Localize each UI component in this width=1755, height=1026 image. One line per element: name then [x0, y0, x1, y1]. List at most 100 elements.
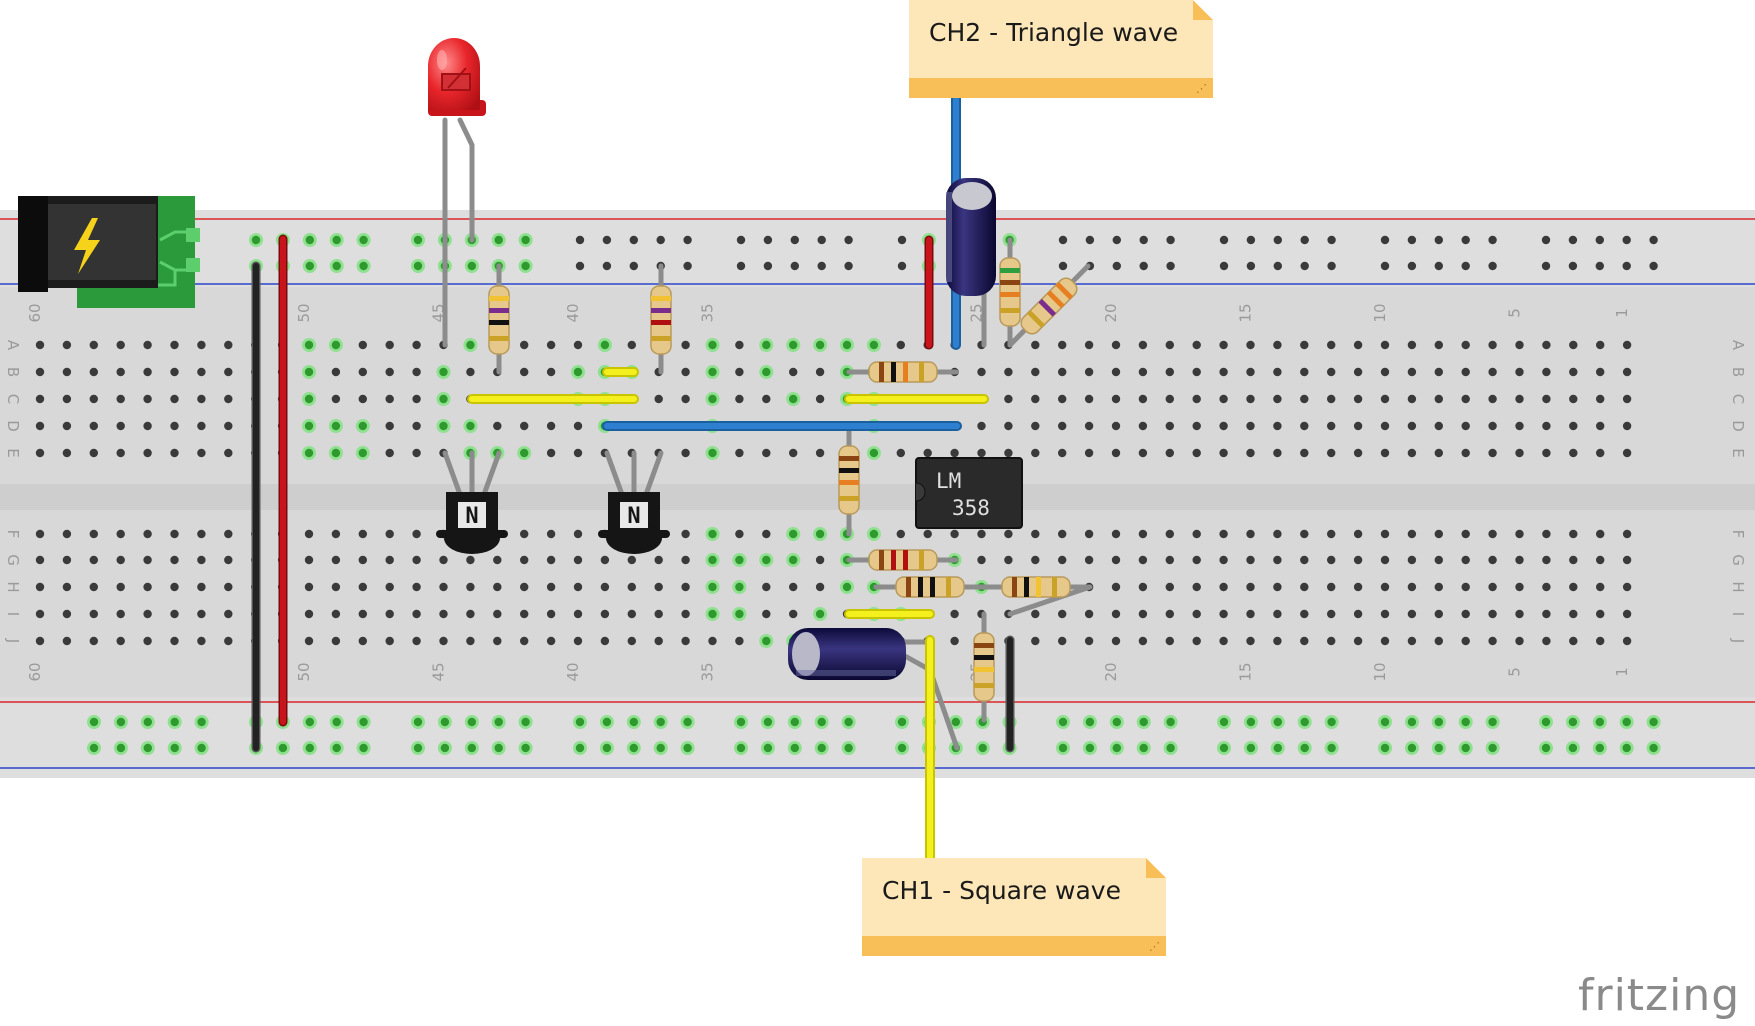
- breadboard-hole[interactable]: [1111, 582, 1121, 592]
- breadboard-hole[interactable]: [1219, 609, 1228, 619]
- breadboard-hole[interactable]: [1300, 609, 1309, 619]
- breadboard-hole[interactable]: [573, 529, 583, 539]
- breadboard-hole[interactable]: [1219, 235, 1229, 245]
- breadboard-hole[interactable]: [1380, 582, 1390, 592]
- breadboard-hole[interactable]: [1622, 394, 1632, 404]
- breadboard-hole[interactable]: [815, 555, 825, 565]
- breadboard-hole[interactable]: [170, 582, 179, 592]
- breadboard-hole[interactable]: [305, 261, 314, 271]
- breadboard-hole[interactable]: [332, 717, 341, 727]
- breadboard-hole[interactable]: [762, 448, 771, 458]
- breadboard-hole[interactable]: [1596, 555, 1605, 565]
- breadboard-hole[interactable]: [466, 555, 475, 565]
- breadboard-hole[interactable]: [842, 340, 852, 350]
- breadboard-hole[interactable]: [412, 448, 421, 458]
- breadboard-hole[interactable]: [708, 555, 717, 565]
- breadboard-hole[interactable]: [116, 636, 125, 646]
- breadboard-hole[interactable]: [1192, 529, 1201, 539]
- breadboard-hole[interactable]: [412, 555, 421, 565]
- breadboard-hole[interactable]: [573, 421, 583, 431]
- breadboard-hole[interactable]: [629, 235, 638, 245]
- breadboard-hole[interactable]: [1300, 448, 1309, 458]
- breadboard-hole[interactable]: [1300, 340, 1309, 350]
- breadboard-hole[interactable]: [1407, 717, 1417, 727]
- breadboard-hole[interactable]: [1542, 394, 1551, 404]
- breadboard-hole[interactable]: [466, 636, 475, 646]
- breadboard-hole[interactable]: [358, 394, 367, 404]
- breadboard-hole[interactable]: [1058, 421, 1067, 431]
- breadboard-hole[interactable]: [170, 529, 179, 539]
- breadboard-hole[interactable]: [116, 394, 125, 404]
- breadboard-hole[interactable]: [1219, 261, 1229, 271]
- breadboard-hole[interactable]: [1219, 340, 1228, 350]
- breadboard-hole[interactable]: [1488, 743, 1497, 753]
- breadboard-hole[interactable]: [897, 743, 907, 753]
- breadboard-hole[interactable]: [62, 367, 72, 377]
- breadboard-hole[interactable]: [1380, 555, 1390, 565]
- breadboard-hole[interactable]: [170, 609, 179, 619]
- breadboard-hole[interactable]: [1622, 582, 1632, 592]
- breadboard-hole[interactable]: [1004, 394, 1013, 404]
- breadboard-hole[interactable]: [385, 529, 394, 539]
- breadboard-hole[interactable]: [1300, 421, 1309, 431]
- breadboard-hole[interactable]: [573, 636, 583, 646]
- breadboard-hole[interactable]: [1111, 448, 1121, 458]
- breadboard-hole[interactable]: [331, 636, 341, 646]
- breadboard-hole[interactable]: [1488, 636, 1497, 646]
- breadboard-hole[interactable]: [1434, 743, 1444, 753]
- breadboard-hole[interactable]: [1569, 448, 1578, 458]
- breadboard-hole[interactable]: [1300, 555, 1309, 565]
- breadboard-hole[interactable]: [1138, 555, 1148, 565]
- breadboard-hole[interactable]: [197, 394, 206, 404]
- breadboard-hole[interactable]: [600, 582, 610, 592]
- breadboard-hole[interactable]: [1058, 340, 1067, 350]
- breadboard-hole[interactable]: [1542, 636, 1551, 646]
- breadboard-hole[interactable]: [278, 743, 288, 753]
- breadboard-hole[interactable]: [1515, 421, 1524, 431]
- breadboard-hole[interactable]: [143, 609, 152, 619]
- breadboard-hole[interactable]: [1434, 555, 1444, 565]
- breadboard-hole[interactable]: [735, 582, 744, 592]
- breadboard-hole[interactable]: [1327, 261, 1336, 271]
- breadboard-hole[interactable]: [1380, 636, 1390, 646]
- breadboard-hole[interactable]: [116, 582, 125, 592]
- breadboard-hole[interactable]: [116, 555, 125, 565]
- breadboard-hole[interactable]: [170, 717, 179, 727]
- breadboard-hole[interactable]: [1192, 448, 1201, 458]
- breadboard-hole[interactable]: [359, 261, 368, 271]
- breadboard-hole[interactable]: [1569, 609, 1578, 619]
- breadboard-hole[interactable]: [627, 609, 636, 619]
- breadboard-hole[interactable]: [35, 340, 45, 350]
- breadboard-hole[interactable]: [546, 555, 556, 565]
- breadboard-hole[interactable]: [1569, 367, 1578, 377]
- breadboard-hole[interactable]: [521, 235, 530, 245]
- breadboard-hole[interactable]: [413, 261, 423, 271]
- breadboard-hole[interactable]: [331, 582, 341, 592]
- breadboard-hole[interactable]: [1165, 421, 1175, 431]
- breadboard-hole[interactable]: [1488, 717, 1497, 727]
- breadboard-hole[interactable]: [1353, 367, 1363, 377]
- breadboard-hole[interactable]: [1300, 367, 1309, 377]
- breadboard-hole[interactable]: [1111, 555, 1121, 565]
- breadboard-hole[interactable]: [520, 555, 529, 565]
- breadboard-hole[interactable]: [1622, 448, 1632, 458]
- breadboard-hole[interactable]: [1596, 609, 1605, 619]
- breadboard-hole[interactable]: [1461, 636, 1470, 646]
- breadboard-hole[interactable]: [897, 235, 907, 245]
- breadboard-hole[interactable]: [817, 235, 826, 245]
- breadboard-hole[interactable]: [1273, 448, 1282, 458]
- breadboard-hole[interactable]: [735, 367, 744, 377]
- breadboard-hole[interactable]: [62, 394, 72, 404]
- breadboard-hole[interactable]: [1434, 235, 1444, 245]
- breadboard-hole[interactable]: [439, 636, 448, 646]
- breadboard-hole[interactable]: [573, 448, 583, 458]
- breadboard-hole[interactable]: [1488, 367, 1497, 377]
- breadboard-hole[interactable]: [1273, 582, 1282, 592]
- breadboard-hole[interactable]: [466, 582, 475, 592]
- breadboard-hole[interactable]: [1380, 235, 1390, 245]
- breadboard-hole[interactable]: [224, 609, 233, 619]
- breadboard-hole[interactable]: [1434, 340, 1444, 350]
- breadboard-hole[interactable]: [1353, 555, 1363, 565]
- resize-grip-icon[interactable]: ⋰: [1149, 940, 1160, 953]
- breadboard-hole[interactable]: [143, 529, 152, 539]
